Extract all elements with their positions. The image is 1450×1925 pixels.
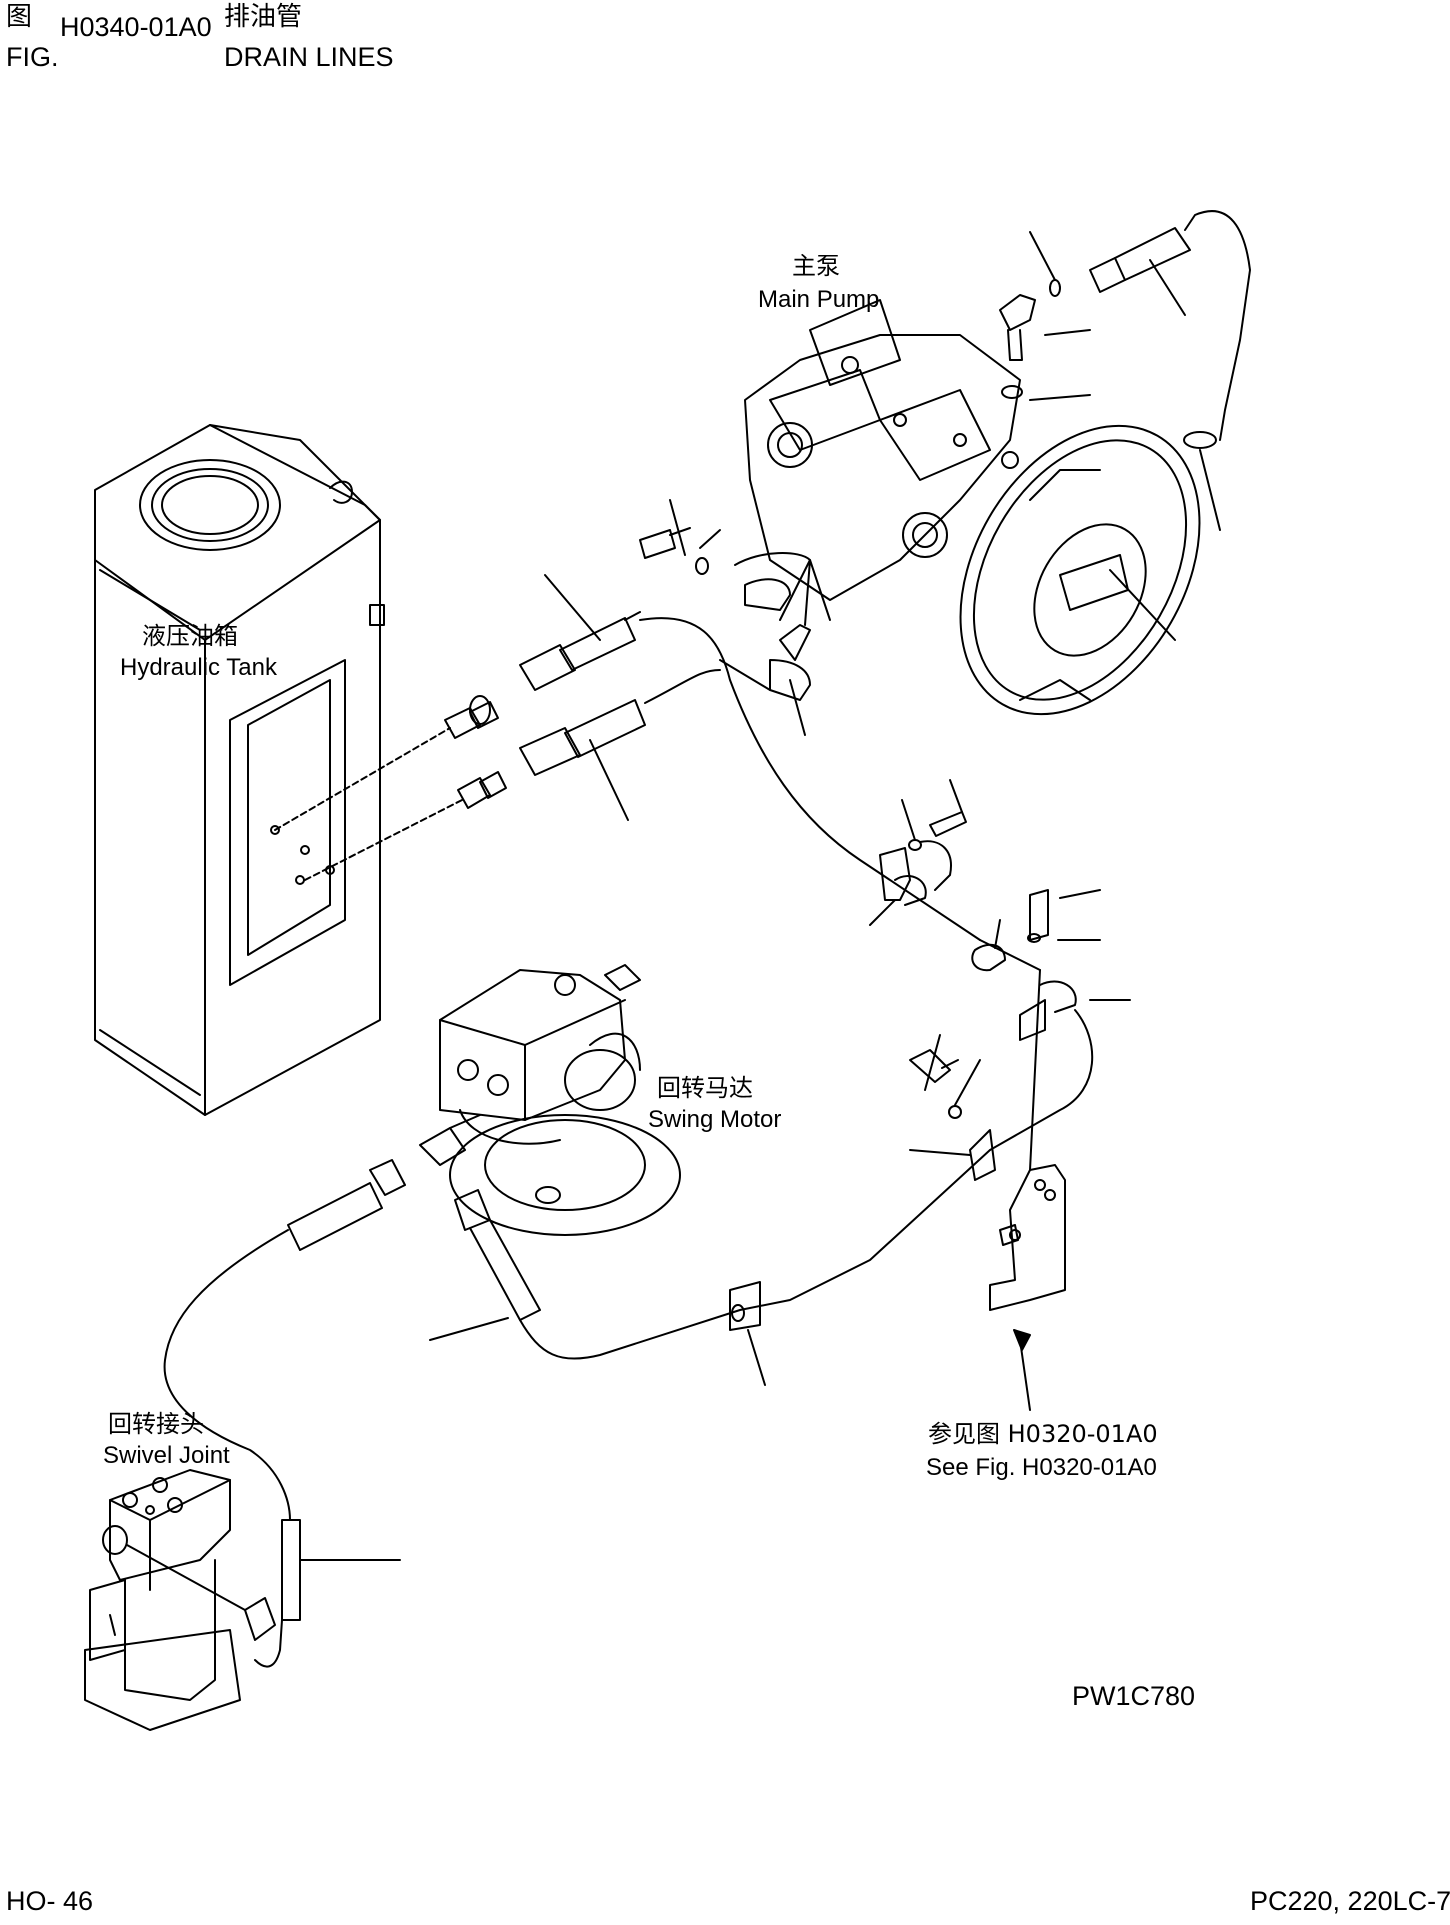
swivel-joint-label-cn: 回转接头	[108, 1410, 204, 1438]
main-pump-label-en: Main Pump	[758, 286, 880, 313]
tank-drain-hoses	[520, 575, 1040, 970]
title-cn: 排油管	[224, 2, 303, 32]
fig-label-cn: 图	[6, 2, 33, 32]
reference-label-cn: 参见图 H0320-01A0	[928, 1420, 1158, 1448]
swing-motor-label-en: Swing Motor	[648, 1106, 782, 1133]
main-pump-drawing	[745, 300, 1248, 757]
hydraulic-tank-drawing	[95, 425, 384, 1115]
fig-number: H0340-01A0	[60, 12, 212, 42]
hydraulic-tank-label-cn: 液压油箱	[142, 622, 238, 650]
tank-fittings	[275, 696, 506, 880]
pump-drain-fittings	[1000, 211, 1250, 640]
fig-label-en: FIG.	[6, 42, 59, 72]
pump-clamp-parts	[640, 500, 830, 735]
swivel-joint-label-en: Swivel Joint	[103, 1442, 230, 1469]
machine-model: PC220, 220LC-7	[1250, 1886, 1450, 1916]
swing-motor-drawing	[420, 965, 680, 1235]
swing-motor-hose	[430, 1150, 990, 1385]
mid-clamps	[870, 780, 1130, 1150]
swing-to-swivel-hose	[165, 1160, 405, 1667]
title-en: DRAIN LINES	[224, 42, 394, 72]
page-number: HO- 46	[6, 1886, 94, 1916]
main-pump-label-cn: 主泵	[792, 252, 840, 280]
hydraulic-tank-label-en: Hydraulic Tank	[120, 654, 277, 681]
support-bracket	[910, 970, 1065, 1410]
reference-label-en: See Fig. H0320-01A0	[926, 1454, 1157, 1481]
swivel-joint-drawing	[85, 1470, 275, 1730]
swing-motor-label-cn: 回转马达	[657, 1074, 753, 1102]
drawing-code: PW1C780	[1072, 1681, 1196, 1711]
